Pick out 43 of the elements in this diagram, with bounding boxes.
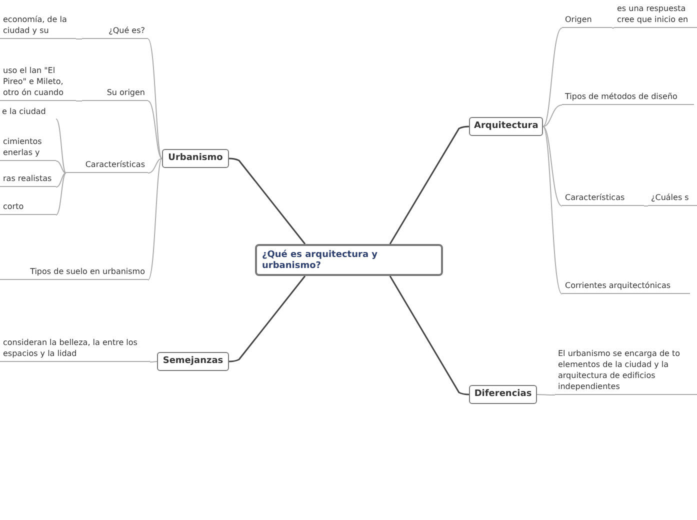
main-topic-box: Semejanzas: [157, 352, 229, 371]
subtopic-label: e la ciudad: [0, 103, 56, 119]
subtopic-label: ¿Qué es?: [82, 24, 148, 39]
subtopic-label: Tipos de suelo en urbanismo: [0, 265, 148, 280]
connector-line: [148, 158, 162, 174]
connector-line: [56, 172, 66, 216]
subtopic-label: economía, de la ciudad y su: [0, 0, 76, 39]
connector-line: [536, 394, 556, 396]
subtopic-label: ras realistas: [0, 171, 56, 187]
connector-line: [56, 160, 66, 174]
subtopic-label: Tipos de métodos de diseño: [562, 89, 694, 105]
subtopic-label: cimientos enerlas y: [0, 131, 56, 161]
connector-line: [148, 38, 162, 159]
connector-line: [228, 158, 306, 244]
connector-line: [150, 361, 158, 362]
connector-line: [542, 28, 562, 127]
connector-line: [389, 276, 470, 396]
connector-line: [76, 100, 82, 102]
connector-line: [542, 126, 562, 294]
main-topic-box: Arquitectura: [469, 117, 543, 136]
subtopic-label: Su origen: [82, 86, 148, 101]
subtopic-label: Características: [66, 158, 148, 173]
subtopic-label: corto: [0, 189, 56, 215]
subtopic-label: ¿Cuáles s: [648, 190, 697, 206]
subtopic-label: El urbanismo se encarga de to elementos de la ciudad y la arquitectura de edificios independientes: [555, 347, 697, 395]
subtopic-label: uso el lan "El Pireo" e Mileto, otro ón cuando: [0, 42, 76, 101]
main-topic-box: Diferencias: [469, 385, 537, 404]
connector-line: [56, 172, 66, 188]
connector-line: [542, 104, 562, 127]
subtopic-label: Origen: [562, 12, 612, 28]
subtopic-label: Características: [562, 190, 644, 206]
subtopic-label: Corrientes arquitectónicas: [562, 278, 690, 294]
connector-line: [148, 100, 162, 159]
connector-line: [56, 118, 66, 174]
central-topic-box: ¿Qué es arquitectura y urbanismo?: [255, 244, 443, 276]
subtopic-label: consideran la belleza, la entre los espacios y la lidad: [0, 320, 150, 362]
connector-line: [148, 158, 162, 280]
connector-line: [542, 126, 562, 206]
main-topic-box: Urbanismo: [162, 149, 229, 168]
subtopic-label: es una respuesta cree que inicio en: [614, 0, 697, 28]
connector-line: [76, 38, 82, 40]
connector-line: [389, 126, 470, 244]
connector-line: [228, 276, 306, 362]
